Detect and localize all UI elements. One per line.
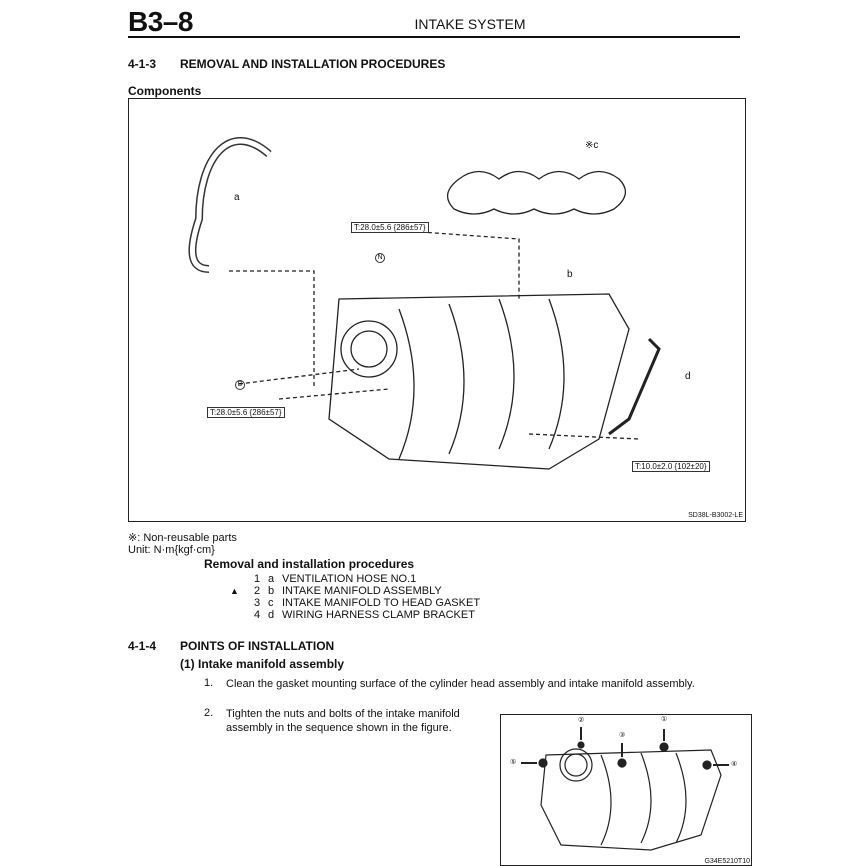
torque-label-top: T:28.0±5.6 {286±57} (351, 222, 429, 233)
label-c: ※c (585, 140, 599, 151)
marker-b: B (235, 380, 245, 390)
seq-3: ③ (619, 732, 626, 739)
subsection-title: (1) Intake manifold assembly (180, 657, 345, 671)
torque-label-right: T:10.0±2.0 {102±20} (632, 461, 710, 472)
unit-note: Unit: N·m{kgf·cm} (128, 544, 215, 556)
seq-4: ④ (731, 761, 738, 768)
seq-1: ① (661, 716, 668, 723)
components-figure: a b ※c d T:28.0±5.6 {286±57} T:28.0±5.6 … (128, 98, 746, 522)
step-number: 1. (204, 677, 214, 689)
label-d: d (685, 371, 691, 382)
non-reusable-note: ※: Non-reusable parts (128, 532, 237, 544)
step-number: 2. (204, 707, 214, 719)
seq-2: ② (578, 717, 585, 724)
section-title: REMOVAL AND INSTALLATION PROCEDURES (180, 57, 446, 71)
step-text: Clean the gasket mounting surface of the… (226, 678, 695, 690)
manifold-diagram (188, 137, 661, 470)
label-a: a (234, 192, 240, 203)
label-b: b (567, 269, 573, 280)
page-title: INTAKE SYSTEM (414, 16, 526, 32)
torque-label-left: T:28.0±5.6 {286±57} (207, 407, 285, 418)
figure-code: SD38L-B3002-LE (688, 512, 743, 519)
marker-n: N (375, 253, 385, 263)
seq-5: ⑤ (510, 759, 517, 766)
section-number: 4-1-3 (128, 57, 157, 71)
page-code: B3–8 (128, 6, 193, 37)
procedures-title: Removal and installation procedures (204, 557, 415, 571)
section-title-2: POINTS OF INSTALLATION (180, 639, 335, 653)
step-text: Tighten the nuts and bolts of the intake… (226, 708, 460, 734)
components-heading: Components (128, 84, 202, 98)
section-number-2: 4-1-4 (128, 639, 157, 653)
tightening-sequence-figure: ① ② ③ ④ ⑤ G34E5210T10 (500, 714, 752, 866)
header-rule (128, 36, 740, 38)
sequence-diagram (521, 727, 729, 851)
